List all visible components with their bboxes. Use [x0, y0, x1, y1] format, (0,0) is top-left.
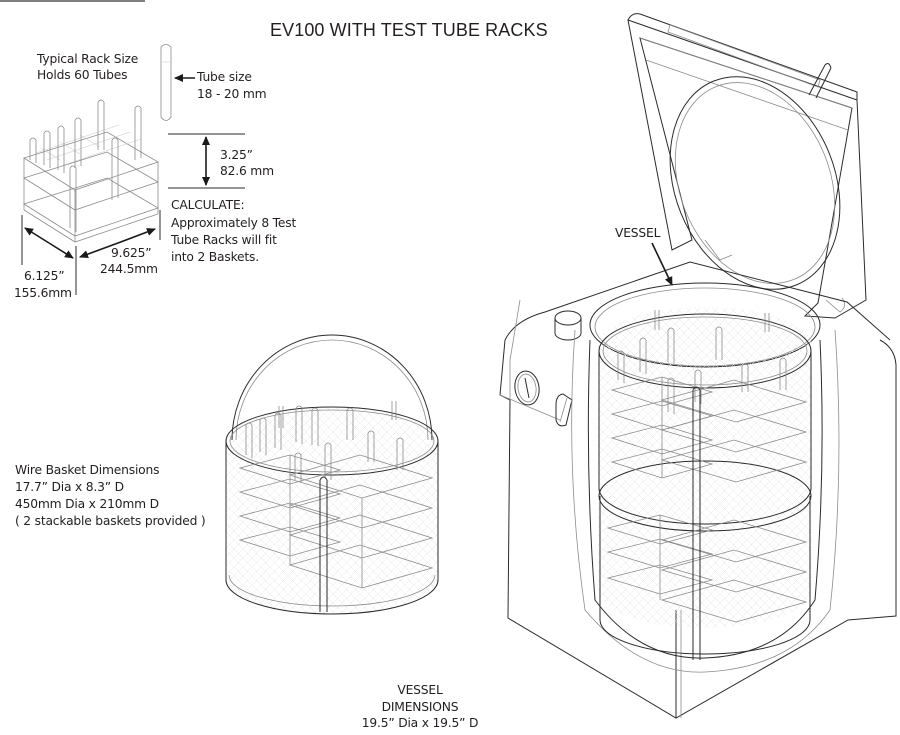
- calculate-heading: CALCULATE:: [171, 198, 245, 212]
- test-tube-rack-illustration: [23, 99, 159, 243]
- rack-width-inches: 6.125”: [24, 269, 65, 283]
- basket-dims-metric: 450mm Dia x 210mm D: [15, 497, 159, 511]
- calculate-line2: Tube Racks will fit: [171, 233, 277, 247]
- calculate-line1: Approximately 8 Test: [171, 216, 297, 230]
- rack-width-mm: 155.6mm: [14, 286, 72, 300]
- vessel-dims-line1: VESSEL: [397, 683, 443, 697]
- basket-dims-imperial: 17.7” Dia x 8.3” D: [15, 480, 124, 494]
- vessel-dims-line3: 19.5” Dia x 19.5” D: [361, 716, 479, 730]
- rack-height-inches: 3.25”: [220, 148, 253, 162]
- vessel-callout-label: VESSEL: [615, 226, 661, 240]
- ev100-machine-illustration: [499, 13, 897, 719]
- rack-height-dimension: [168, 133, 245, 189]
- tube-size-label: Tube size: [197, 70, 252, 84]
- tube-size-value: 18 - 20 mm: [197, 87, 267, 101]
- vessel-callout-arrow: [651, 242, 673, 286]
- rack-height-mm: 82.6 mm: [220, 164, 274, 178]
- basket-heading: Wire Basket Dimensions: [15, 463, 160, 477]
- rack-length-inches: 9.625”: [111, 246, 152, 260]
- rack-heading-line2: Holds 60 Tubes: [37, 68, 128, 82]
- basket-count-note: ( 2 stackable baskets provided ): [15, 514, 206, 528]
- rack-footprint-dimensions: [21, 210, 161, 295]
- wire-basket-illustration: [225, 334, 439, 615]
- test-tube-illustration: [160, 44, 172, 121]
- rack-length-mm: 244.5mm: [100, 262, 158, 276]
- vessel-dims-line2: DIMENSIONS: [381, 700, 459, 714]
- page-title: EV100 WITH TEST TUBE RACKS: [270, 20, 548, 40]
- calculate-line3: into 2 Baskets.: [171, 250, 259, 264]
- rack-heading-line1: Typical Rack Size: [37, 52, 139, 66]
